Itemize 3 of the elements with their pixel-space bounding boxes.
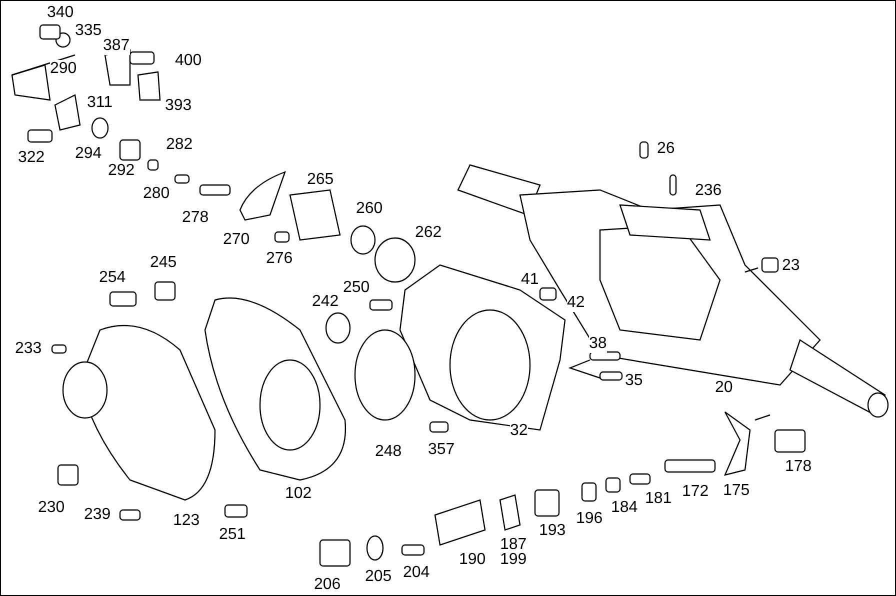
callout-number: 387 bbox=[103, 37, 130, 55]
callout-number: 42 bbox=[567, 294, 585, 312]
callout-number: 38 bbox=[589, 335, 607, 353]
